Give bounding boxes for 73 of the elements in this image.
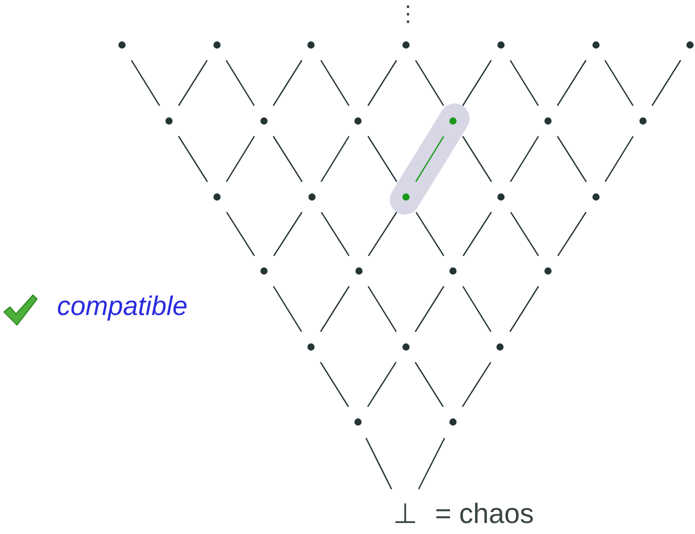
- lattice-point: [353, 417, 363, 427]
- connector-line: [414, 286, 444, 332]
- connector-line: [462, 362, 492, 408]
- connector-line: [272, 60, 302, 106]
- equation-text: = chaos: [435, 497, 534, 531]
- connector-line: [415, 60, 444, 106]
- lattice-point: [306, 40, 316, 50]
- vertical-ellipsis: ⋮: [397, 0, 419, 28]
- connector-line: [510, 60, 539, 106]
- connector-line: [510, 212, 539, 256]
- connector-line: [226, 136, 255, 182]
- connector-line: [368, 286, 397, 332]
- connector-line: [462, 286, 492, 332]
- connector-line: [367, 362, 397, 408]
- connector-line: [365, 438, 392, 490]
- lattice-point: [117, 40, 127, 50]
- connector-line: [320, 362, 349, 408]
- lattice-point: [495, 342, 506, 352]
- connector-line: [367, 60, 398, 106]
- connector-line: [320, 286, 350, 332]
- connector-line: [178, 60, 208, 106]
- connector-line: [462, 60, 492, 106]
- connector-line: [415, 136, 444, 182]
- lattice-point: [448, 116, 458, 126]
- lattice-point: [401, 192, 412, 202]
- lattice-point: [543, 266, 554, 276]
- connector-line: [226, 60, 255, 106]
- lattice-point: [496, 192, 506, 202]
- lattice-point: [212, 192, 222, 202]
- connector-line: [414, 362, 444, 408]
- compatibility-text: compatible: [57, 290, 188, 323]
- connector-line: [178, 136, 208, 182]
- connector-line: [368, 212, 398, 256]
- connector-line: [604, 60, 634, 106]
- bottom-element-symbol: ⊥: [393, 496, 417, 532]
- lattice-point: [306, 342, 316, 352]
- lattice-point: [590, 40, 600, 50]
- lattice-point: [448, 266, 458, 276]
- connector-line: [273, 212, 302, 256]
- connector-line: [557, 212, 587, 256]
- connector-line: [462, 136, 492, 182]
- connector-line: [652, 60, 682, 106]
- lattice-point: [685, 40, 695, 50]
- connector-line: [320, 60, 350, 106]
- lattice-point: [496, 40, 506, 50]
- connector-line: [556, 60, 586, 106]
- lattice-point: [401, 40, 412, 50]
- connector-line: [226, 212, 255, 256]
- connector-line: [272, 136, 303, 182]
- lattice-point: [353, 116, 364, 126]
- lattice-point: [590, 192, 601, 202]
- connector-line: [416, 212, 444, 256]
- lattice-point: [212, 40, 222, 50]
- lattice-point: [542, 116, 553, 126]
- connector-line: [130, 60, 160, 106]
- lattice-point: [448, 417, 458, 427]
- connector-line: [462, 212, 492, 256]
- lattice-point: [306, 192, 317, 202]
- connector-line: [418, 438, 446, 490]
- lattice-point: [354, 266, 364, 276]
- connector-line: [320, 136, 350, 182]
- connector-line: [510, 136, 539, 182]
- lattice-point: [638, 116, 648, 126]
- connector-line: [604, 136, 634, 182]
- connector-line: [367, 136, 398, 182]
- connector-line: [272, 286, 302, 332]
- lattice-point: [258, 116, 269, 126]
- connector-line: [320, 212, 350, 256]
- lattice-point: [400, 342, 411, 352]
- lattice-point: [259, 266, 269, 276]
- connector-line: [509, 286, 540, 332]
- connector-line: [556, 136, 587, 182]
- lattice-point: [164, 116, 174, 126]
